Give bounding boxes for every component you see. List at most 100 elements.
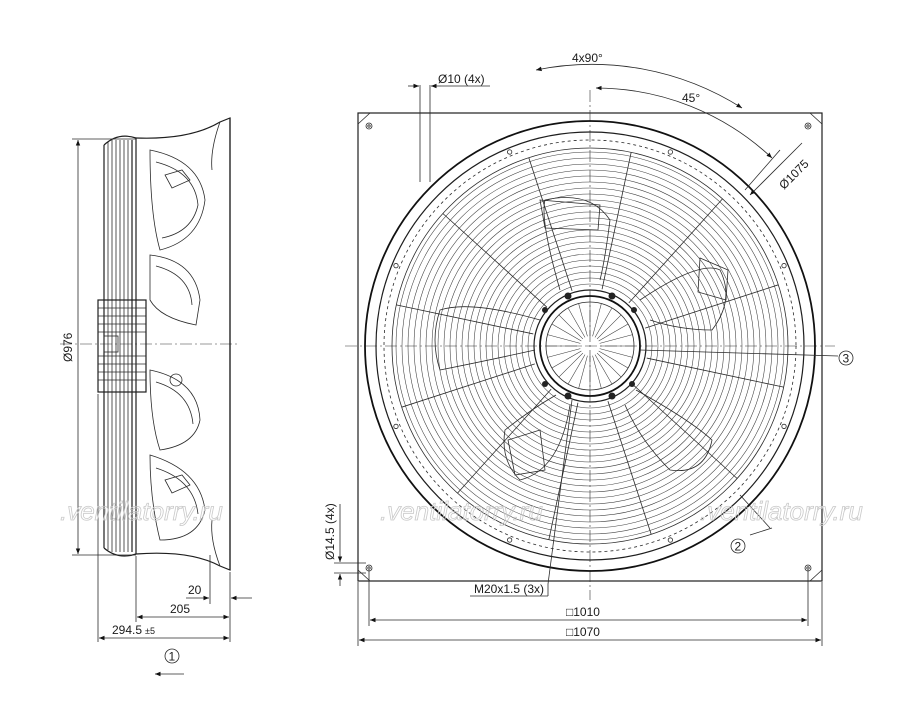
guard-ribs [103, 135, 137, 557]
hub-fin [547, 334, 581, 344]
impeller-blades-front [434, 197, 729, 481]
guard-ring-wire [503, 259, 677, 433]
hub-fin [551, 323, 582, 342]
hub-fin [599, 334, 633, 344]
guard-ring-wire [425, 181, 755, 511]
angle-4x90-label: 4x90° [572, 51, 603, 65]
hub-fin [578, 303, 588, 337]
dimension-1010: □1010 [368, 570, 809, 626]
dim-2945-label: 294.5±5 [112, 623, 155, 637]
diameter-1075: Ø1075 [749, 142, 812, 196]
guard-ring-wire [461, 217, 719, 475]
hub-fin [596, 352, 622, 378]
dimension-976: Ø976 [61, 138, 136, 556]
hole-145: Ø14.5 (4x) [323, 503, 366, 586]
housing-nozzle [135, 117, 231, 571]
watermark-3: .ventilatorry.ru [700, 496, 863, 526]
guard-ring-wire [413, 169, 767, 523]
guard-ring-wire [419, 175, 761, 517]
guard-ring-wire [401, 157, 779, 535]
guard-bolt [507, 149, 513, 155]
guard-ring-wire [437, 193, 743, 499]
guard-strut [396, 304, 534, 335]
guard-bolt [507, 537, 513, 543]
hub-fin [567, 354, 586, 385]
angle-45: 45° [595, 85, 781, 191]
guard-ring-wire [497, 253, 683, 439]
dim-1010-label: □1010 [566, 605, 600, 619]
hub-fin [598, 350, 629, 369]
watermark-1: .ventilatorry.ru [60, 496, 223, 526]
diameter-976-label: Ø976 [61, 332, 75, 362]
hub-fin [594, 354, 613, 385]
callout-3: 3 [639, 349, 854, 366]
guard-ring-wire [521, 277, 659, 415]
guard-bolt [781, 263, 787, 269]
hub-fin [592, 355, 602, 389]
guard-strut [646, 357, 784, 388]
guard-strut [528, 157, 573, 291]
callout-1-label: 1 [169, 650, 176, 664]
side-view: Ø976 20 205 294.5±5 1 [60, 117, 252, 677]
hub-fin [592, 303, 602, 337]
dim-1070-label: □1070 [566, 625, 600, 639]
motor-side [97, 299, 183, 393]
dimension-2945: 294.5±5 [97, 394, 231, 642]
callout-3-label: 3 [843, 352, 850, 366]
diameter-1075-label: Ø1075 [776, 157, 812, 193]
guard-strut [401, 363, 535, 408]
guard-ring-wire [443, 199, 737, 493]
hub-fin [567, 307, 586, 338]
guard-strut [628, 198, 723, 304]
guard-bolt [393, 263, 399, 269]
impeller-blades-side [149, 149, 206, 541]
hub-fin [558, 314, 584, 340]
guard-bolt [667, 149, 673, 155]
guard-strut [601, 152, 632, 290]
guard-strut [632, 384, 738, 479]
angle-4x90: 4x90° [535, 51, 743, 109]
guard-ring-wire [467, 223, 713, 469]
hub-fin [558, 352, 584, 378]
guard-ring-wire [455, 211, 725, 481]
thread-m20-label: M20x1.5 (3x) [474, 582, 544, 596]
angle-45-label: 45° [682, 91, 700, 105]
hole-10-label: Ø10 (4x) [438, 72, 485, 86]
watermark-2: .ventilatorry.ru [380, 496, 543, 526]
front-view: 4x90° 45° Ø1075 Ø10 (4x) [323, 51, 854, 646]
guard-ring-wire [479, 235, 701, 457]
guard-ring-wire [449, 205, 731, 487]
hub-fin [551, 350, 582, 369]
dimension-20: 20 [186, 555, 252, 604]
motor-hub [533, 289, 647, 403]
guard-rings [395, 151, 785, 541]
guard-ring-wire [407, 163, 773, 529]
hub-fin [599, 348, 633, 358]
guard-bolt [781, 423, 787, 429]
hub-fin [596, 314, 622, 340]
guard-bolt [393, 423, 399, 429]
hub-fin [598, 323, 629, 342]
hole-10: Ø10 (4x) [408, 72, 490, 182]
callout-2: 2 [730, 494, 773, 554]
dim-205-label: 205 [170, 602, 190, 616]
watermark: .ventilatorry.ru .ventilatorry.ru .venti… [60, 496, 864, 527]
dim-20-label: 20 [188, 583, 202, 597]
thread-label: M20x1.5 (3x) [470, 399, 573, 597]
guard-strut [607, 401, 652, 535]
callout-1: 1 [155, 648, 184, 677]
callout-2-label: 2 [735, 540, 742, 554]
hole-145-label: Ø14.5 (4x) [323, 503, 337, 560]
guard-ring-wire [509, 265, 671, 427]
guard-ring-wire [395, 151, 785, 541]
dimension-205: 205 [135, 556, 229, 622]
guard-ring-wire [527, 283, 653, 409]
hub-fin [547, 348, 581, 358]
hub-fin [594, 307, 613, 338]
guard-bolt [667, 537, 673, 543]
guard-ring-wire [431, 187, 749, 505]
guard-strut [442, 213, 548, 308]
guard-strut [645, 284, 779, 329]
guard-ring-wire [485, 241, 695, 451]
